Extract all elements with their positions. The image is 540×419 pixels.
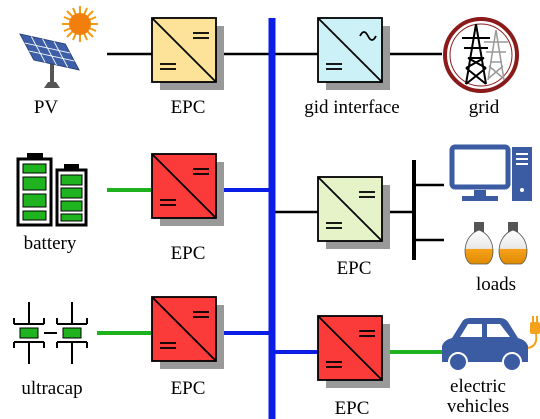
solar-panel-sun-icon: [19, 6, 98, 88]
label-epc-pv: EPC: [171, 97, 206, 118]
label-grid: grid: [469, 97, 500, 118]
label-loads: loads: [476, 274, 516, 295]
battery-icon: [16, 153, 88, 227]
label-ultracap: ultracap: [21, 378, 82, 399]
sun-icon: [62, 6, 98, 42]
label-epc-ultracap: EPC: [171, 378, 206, 399]
connection-lines: [97, 18, 444, 419]
converter-pv: [151, 17, 224, 90]
light-bulb-icon: [464, 222, 528, 265]
label-ev-line1: electric: [450, 376, 506, 397]
capacitor-icon: [13, 302, 88, 364]
converter-grid-interface: [317, 17, 390, 90]
label-epc-loads: EPC: [337, 258, 372, 279]
desktop-computer-icon: [449, 144, 532, 201]
converter-loads: [317, 176, 390, 249]
label-ev-line2: vehicles: [447, 396, 509, 417]
converter-ev: [317, 315, 390, 388]
label-grid-interface: gid interface: [304, 97, 399, 118]
electric-car-icon: [442, 316, 540, 372]
label-epc-ev: EPC: [335, 398, 370, 419]
label-pv: PV: [34, 97, 59, 118]
converter-battery: [151, 153, 224, 226]
converter-ultracap: [151, 296, 224, 369]
label-battery: battery: [24, 233, 77, 254]
transmission-tower-icon: [443, 17, 519, 93]
label-epc-battery: EPC: [171, 243, 206, 264]
